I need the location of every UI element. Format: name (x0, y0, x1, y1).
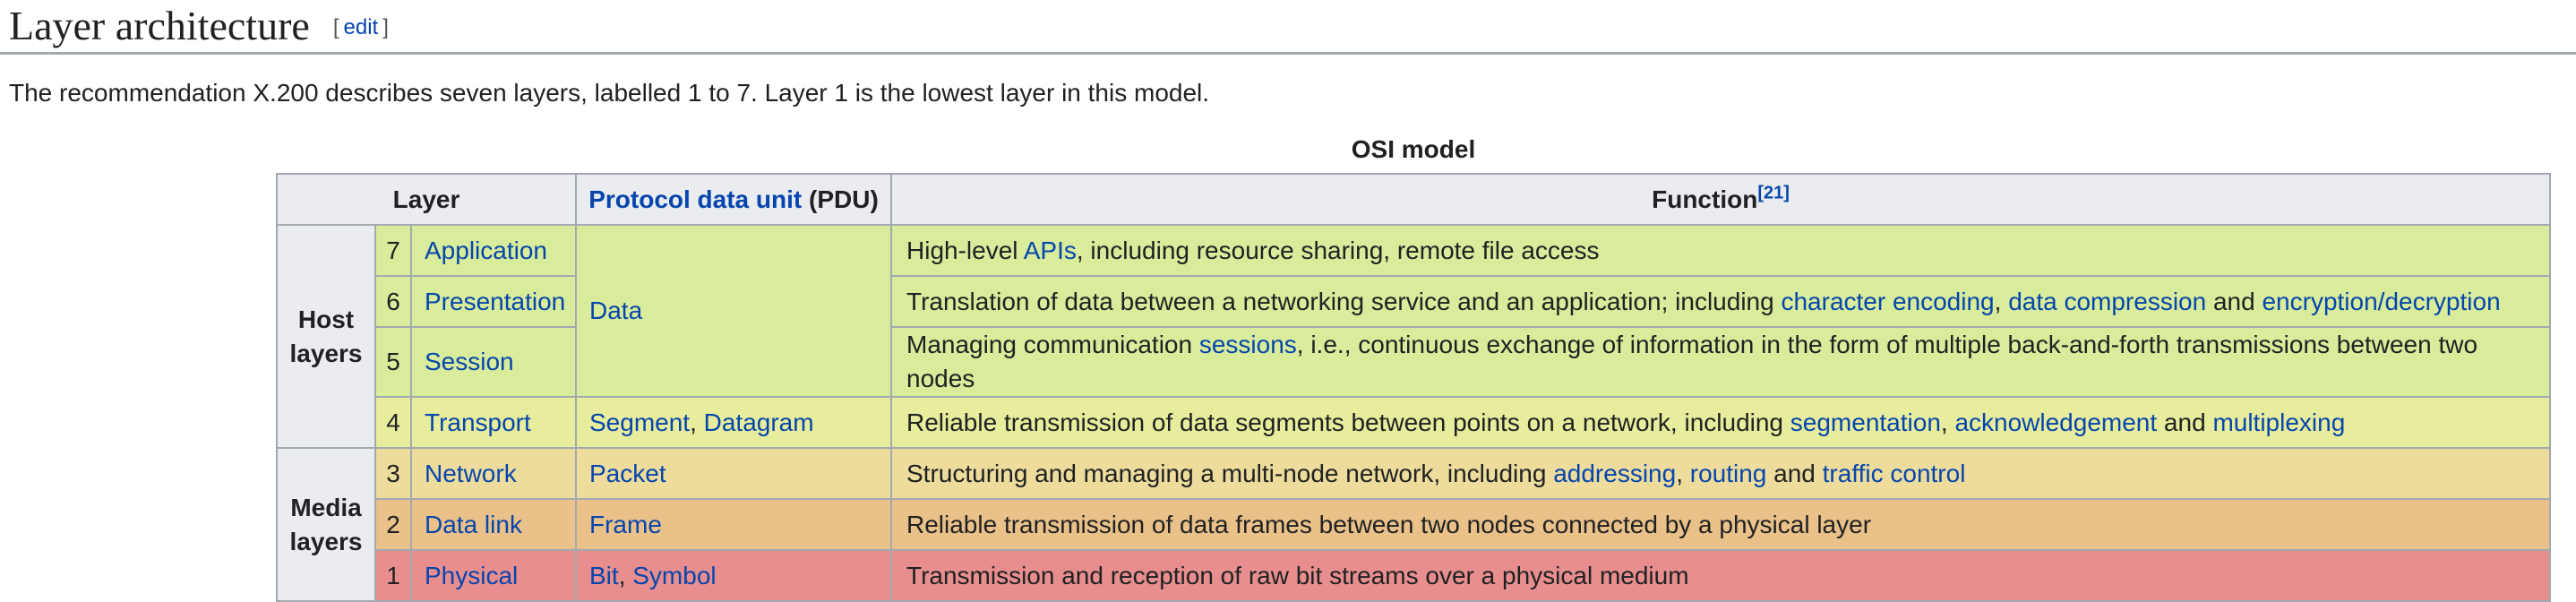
edit-section: [edit] (333, 15, 389, 39)
intro-paragraph: The recommendation X.200 describes seven… (9, 79, 1210, 107)
text-segment: High-level (906, 236, 1024, 264)
link-multiplexing[interactable]: multiplexing (2212, 408, 2346, 436)
text-segment: Transmission and reception of raw bit st… (906, 561, 1689, 589)
group-label-host-layers: Host layers (276, 224, 376, 449)
page-title: Layer architecture (9, 3, 310, 48)
table-caption: OSI model (1351, 135, 1476, 163)
reference-21-link[interactable]: [21] (1757, 183, 1790, 203)
layer-link-transport[interactable]: Transport (425, 408, 531, 436)
link-addressing[interactable]: addressing (1553, 459, 1677, 487)
function-cell: Reliable transmission of data segments b… (890, 396, 2551, 449)
link-data[interactable]: Data (589, 297, 643, 324)
layer-link-network[interactable]: Network (425, 459, 517, 487)
pdu-header-link[interactable]: Protocol data unit (588, 185, 803, 213)
text-segment: Translation of data between a networking… (906, 287, 1782, 315)
link-packet[interactable]: Packet (589, 459, 666, 487)
text-segment: , including resource sharing, remote fil… (1076, 236, 1600, 264)
pdu-cell-frame: Frame (575, 498, 892, 551)
function-cell: Translation of data between a networking… (890, 275, 2551, 328)
layer-number: 6 (374, 275, 412, 328)
pdu-header-suffix: (PDU) (802, 185, 879, 213)
osi-model-table: OSI model Layer Protocol data unit (PDU)… (276, 135, 2551, 602)
group-label-media-layers: Media layers (276, 447, 376, 602)
group-label-line: Host (297, 305, 355, 333)
pdu-cell-bit-symbol: Bit, Symbol (575, 549, 892, 602)
link-bit[interactable]: Bit (589, 561, 619, 589)
text-segment: , (618, 561, 633, 589)
link-datagram[interactable]: Datagram (703, 408, 814, 436)
table-row-layer-2: 2 Data link Frame Reliable transmission … (277, 498, 2551, 551)
link-segmentation[interactable]: segmentation (1790, 408, 1941, 436)
layer-number: 1 (374, 549, 412, 602)
layer-number: 7 (374, 224, 412, 277)
function-cell: Structuring and managing a multi-node ne… (890, 447, 2551, 500)
group-label-line: Media (290, 493, 362, 521)
layer-name-cell: Session (410, 326, 577, 398)
table-row-layer-3: Media layers 3 Network Packet Structurin… (276, 447, 2551, 602)
layer-number: 5 (374, 326, 412, 398)
table-row-layer-6: 6 Presentation Translation of data betwe… (277, 275, 2551, 328)
table-row-layer-4: 4 Transport Segment, Datagram Reliable t… (277, 396, 2551, 449)
link-encryption-decryption[interactable]: encryption/decryption (2262, 287, 2501, 315)
column-header-layer: Layer (276, 173, 577, 226)
text-segment: , i.e., continuous exchange of informati… (906, 331, 2478, 392)
header-row: Layer Protocol data unit (PDU) Function[… (276, 173, 2551, 226)
layer-link-physical[interactable]: Physical (425, 561, 519, 589)
pdu-cell-segment-datagram: Segment, Datagram (575, 396, 892, 449)
link-frame[interactable]: Frame (589, 510, 662, 538)
link-symbol[interactable]: Symbol (632, 561, 717, 589)
layer-name-cell: Data link (410, 498, 577, 551)
text-segment: Structuring and managing a multi-node ne… (906, 459, 1554, 487)
text-segment: Reliable transmission of data segments b… (906, 408, 1790, 436)
text-segment: Managing communication (906, 331, 1199, 358)
link-segment[interactable]: Segment (589, 408, 691, 436)
text-segment: , (1994, 287, 2009, 315)
text-segment: and (1766, 459, 1823, 487)
layer-link-data-link[interactable]: Data link (425, 510, 522, 538)
function-cell: Reliable transmission of data frames bet… (890, 498, 2551, 551)
layer-number: 3 (374, 447, 412, 500)
table-row-layer-1: 1 Physical Bit, Symbol Transmission and … (277, 549, 2551, 602)
table-row-layer-5: 5 Session Managing communication session… (277, 326, 2551, 398)
text-segment: and (2157, 408, 2213, 436)
link-sessions[interactable]: sessions (1198, 331, 1297, 358)
text-segment: , (690, 408, 704, 436)
function-header-text: Function (1652, 185, 1758, 213)
layer-name-cell: Physical (410, 549, 577, 602)
column-header-function: Function[21] (890, 173, 2551, 226)
layer-number: 2 (374, 498, 412, 551)
link-character-encoding[interactable]: character encoding (1781, 287, 1995, 315)
layer-link-presentation[interactable]: Presentation (425, 287, 566, 315)
layer-link-application[interactable]: Application (425, 236, 547, 264)
text-segment: , (1940, 408, 1955, 436)
link-data-compression[interactable]: data compression (2008, 287, 2207, 315)
layer-name-cell: Presentation (410, 275, 577, 328)
link-acknowledgement[interactable]: acknowledgement (1954, 408, 2158, 436)
pdu-cell-data: Data (575, 224, 892, 398)
layer-number: 4 (374, 396, 412, 449)
function-reference: [21] (1757, 183, 1790, 202)
pdu-cell-packet: Packet (575, 447, 892, 500)
layer-name-cell: Application (410, 224, 577, 277)
link-routing[interactable]: routing (1689, 459, 1767, 487)
text-segment: and (2206, 287, 2263, 315)
function-cell: High-level APIs, including resource shar… (890, 224, 2551, 277)
edit-bracket-close: ] (382, 15, 389, 39)
text-segment: , (1676, 459, 1690, 487)
group-label-line: layers (289, 339, 363, 367)
layer-link-session[interactable]: Session (425, 348, 514, 375)
text-segment: Reliable transmission of data frames bet… (906, 510, 1872, 538)
layer-name-cell: Network (410, 447, 577, 500)
link-traffic-control[interactable]: traffic control (1822, 459, 1966, 487)
function-cell: Managing communication sessions, i.e., c… (890, 326, 2551, 398)
layer-name-cell: Transport (410, 396, 577, 449)
group-label-line: layers (289, 527, 363, 555)
edit-bracket-open: [ (332, 15, 339, 39)
link-apis[interactable]: APIs (1023, 236, 1077, 264)
section-heading: Layer architecture [edit] (0, 0, 2576, 55)
edit-link[interactable]: edit (343, 15, 379, 39)
function-cell: Transmission and reception of raw bit st… (890, 549, 2551, 602)
column-header-pdu: Protocol data unit (PDU) (575, 173, 892, 226)
table-row-layer-7: Host layers 7 Application Data High-leve… (276, 224, 2551, 449)
